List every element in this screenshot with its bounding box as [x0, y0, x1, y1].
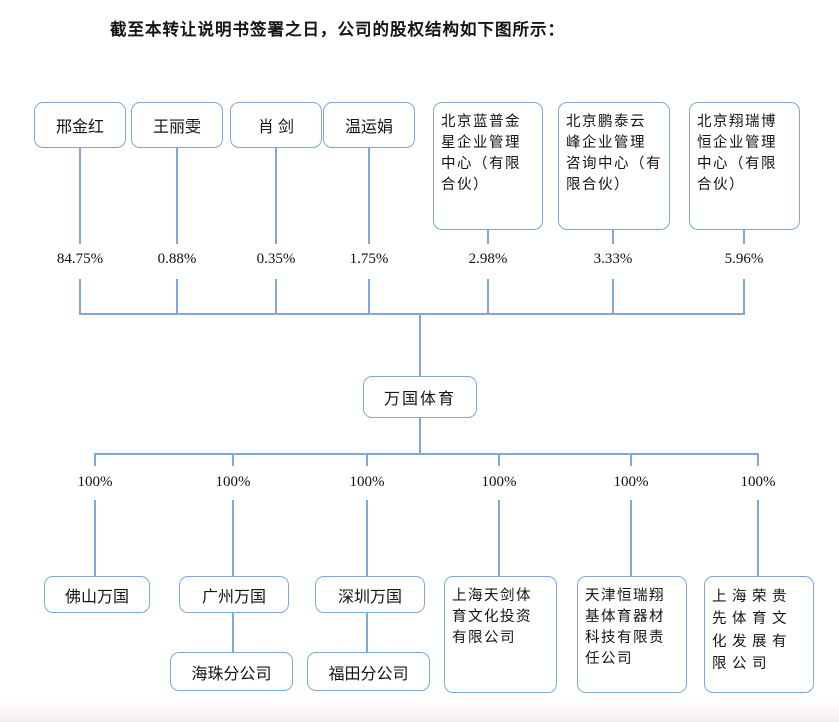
ownership-percent: 100% — [77, 474, 113, 490]
connector-line — [94, 453, 96, 466]
connector-line — [94, 453, 759, 455]
connector-line — [743, 230, 745, 244]
shareholder-box: 邢金红 — [34, 102, 126, 148]
shareholder-box: 肖 剑 — [230, 102, 322, 148]
connector-line — [419, 418, 421, 454]
subsidiary-box: 深圳万国 — [315, 576, 425, 613]
branch-box: 海珠分公司 — [170, 652, 293, 691]
subsidiary-box: 天津恒瑞翔 基体育器材 科技有限责 任公司 — [577, 576, 687, 693]
connector-line — [487, 279, 489, 315]
subsidiary-box: 上海荣贵 先体育文 化发展有 限公司 — [704, 576, 814, 693]
ownership-percent: 1.75% — [349, 251, 389, 267]
connector-line — [498, 500, 500, 576]
connector-line — [232, 613, 234, 652]
connector-line — [757, 500, 759, 576]
ownership-percent: 100% — [613, 474, 649, 490]
shareholder-box: 北京翔瑞博 恒企业管理 中心（有限 合伙） — [689, 102, 800, 230]
connector-line — [232, 500, 234, 576]
ownership-percent: 100% — [740, 474, 776, 490]
shareholder-box: 王丽雯 — [131, 102, 223, 148]
connector-line — [275, 148, 277, 244]
ownership-percent: 100% — [481, 474, 517, 490]
ownership-percent: 2.98% — [468, 251, 508, 267]
connector-line — [757, 453, 759, 466]
connector-line — [487, 230, 489, 244]
branch-box: 福田分公司 — [307, 652, 430, 691]
connector-line — [498, 453, 500, 466]
connector-line — [79, 148, 81, 244]
subsidiary-box: 佛山万国 — [44, 576, 150, 613]
connector-line — [79, 279, 81, 315]
ownership-percent: 84.75% — [56, 251, 104, 267]
ownership-percent: 0.35% — [256, 251, 296, 267]
subsidiary-box: 广州万国 — [179, 576, 289, 613]
connector-line — [612, 230, 614, 244]
connector-line — [232, 453, 234, 466]
connector-line — [743, 279, 745, 315]
connector-line — [79, 313, 745, 315]
page-title: 截至本转让说明书签署之日，公司的股权结构如下图所示： — [110, 20, 565, 39]
ownership-percent: 5.96% — [724, 251, 764, 267]
connector-line — [176, 279, 178, 315]
subsidiary-box: 上海天剑体 育文化投资 有限公司 — [444, 576, 557, 693]
connector-line — [176, 148, 178, 244]
ownership-percent: 100% — [215, 474, 251, 490]
ownership-percent: 3.33% — [593, 251, 633, 267]
connector-line — [368, 148, 370, 244]
connector-line — [366, 613, 368, 652]
connector-line — [368, 279, 370, 315]
connector-line — [630, 500, 632, 576]
connector-line — [630, 453, 632, 466]
ownership-percent: 0.88% — [157, 251, 197, 267]
shareholder-box: 北京鹏泰云 峰企业管理 咨询中心（有 限合伙） — [558, 102, 670, 230]
connector-line — [419, 313, 421, 376]
shareholder-box: 北京蓝普金 星企业管理 中心（有限 合伙） — [433, 102, 543, 230]
connector-line — [94, 500, 96, 576]
parent-company-box: 万国体育 — [363, 376, 477, 418]
connector-line — [275, 279, 277, 315]
page-bottom-band — [0, 702, 839, 722]
connector-line — [612, 279, 614, 315]
connector-line — [366, 500, 368, 576]
shareholder-box: 温运娟 — [323, 102, 415, 148]
connector-line — [366, 453, 368, 466]
ownership-percent: 100% — [349, 474, 385, 490]
